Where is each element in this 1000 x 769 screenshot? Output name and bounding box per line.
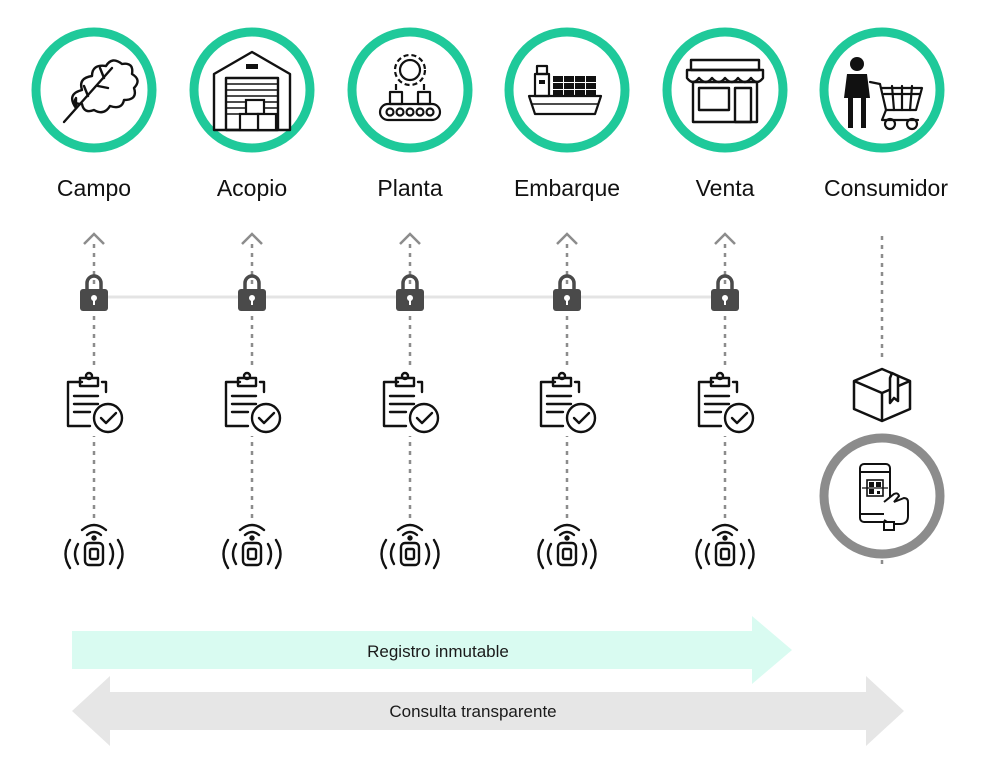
stage-column: Acopio: [189, 27, 315, 574]
stage-label-consumidor: Consumidor: [824, 175, 948, 201]
consumer-column: Consumidor: [819, 27, 948, 568]
clipboard-check-icon: [697, 371, 755, 434]
registro-inmutable-arrow: [72, 616, 792, 684]
consumer-ring: [819, 27, 945, 153]
consulta-transparente-label: Consulta transparente: [389, 702, 556, 721]
stage-ring: [189, 27, 315, 153]
phone-qr-scan-icon: [859, 463, 909, 531]
cargo-ship-icon: [527, 64, 603, 116]
stage-label: Campo: [57, 175, 131, 201]
factory-conveyor-icon: [378, 53, 442, 122]
nfc-tag-icon: [64, 523, 124, 570]
stage-column: Venta: [662, 27, 788, 574]
clipboard-check-icon: [539, 371, 597, 434]
registro-inmutable-label: Registro inmutable: [367, 642, 509, 661]
consulta-transparente-arrow: [72, 676, 904, 746]
up-arrow-icon: [556, 232, 578, 245]
stage-label: Embarque: [514, 175, 620, 201]
up-arrow-icon: [714, 232, 736, 245]
clipboard-check-icon: [66, 371, 124, 434]
up-arrow-icon: [83, 232, 105, 245]
lock-icon: [238, 274, 266, 311]
clipboard-check-icon: [382, 371, 440, 434]
nfc-tag-icon: [695, 523, 755, 570]
nfc-tag-icon: [222, 523, 282, 570]
stage-label: Planta: [377, 175, 442, 201]
lock-icon: [80, 274, 108, 311]
stage-ring: [662, 27, 788, 153]
leaf-branch-icon: [62, 59, 139, 124]
nfc-tag-icon: [380, 523, 440, 570]
stage-label: Venta: [696, 175, 755, 201]
stage-ring: [347, 27, 473, 153]
stage-label: Acopio: [217, 175, 287, 201]
package-box-icon: [852, 367, 912, 423]
clipboard-check-icon: [224, 371, 282, 434]
stage-ring: [31, 27, 157, 153]
up-arrow-icon: [241, 232, 263, 245]
lock-icon: [553, 274, 581, 311]
warehouse-icon: [212, 50, 292, 132]
storefront-icon: [685, 58, 765, 124]
lock-icon: [396, 274, 424, 311]
shopper-cart-icon: [844, 57, 924, 131]
up-arrow-icon: [399, 232, 421, 245]
stage-column: Embarque: [504, 27, 630, 574]
stage-ring: [504, 27, 630, 153]
nfc-tag-icon: [537, 523, 597, 570]
lock-icon: [711, 274, 739, 311]
stage-column: Planta: [347, 27, 473, 574]
stage-column: Campo: [31, 27, 157, 574]
